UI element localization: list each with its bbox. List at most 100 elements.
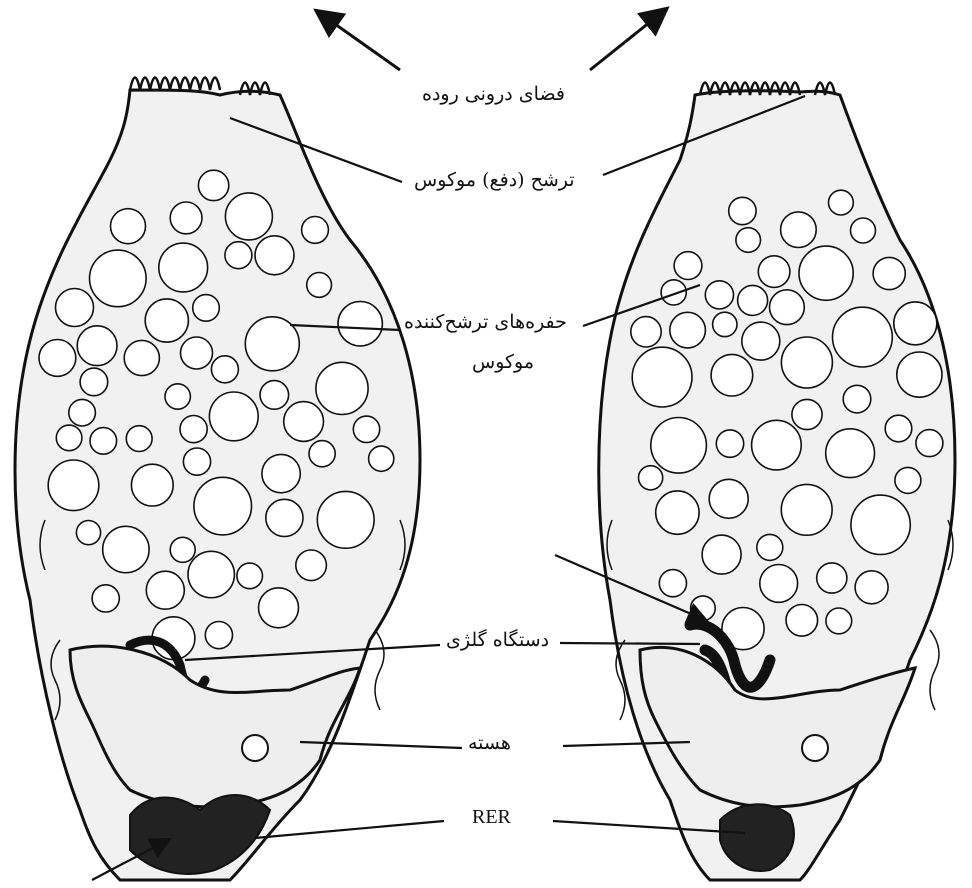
mucus-vacuole [369, 446, 394, 471]
mucus-vacuole [711, 354, 753, 396]
mucus-vacuole [145, 299, 188, 342]
label-nucleus: هسته [466, 733, 513, 754]
mucus-vacuole [170, 537, 195, 562]
mucus-vacuole [855, 571, 888, 604]
label-intestinal-lumen: فضای درونی روده [420, 84, 567, 105]
mucus-vacuole [770, 290, 805, 325]
mucus-vacuole [194, 477, 252, 535]
mucus-vacuole [307, 273, 332, 298]
label-golgi-apparatus: دستگاه گلژی [444, 630, 551, 651]
mucus-vacuole [266, 499, 303, 536]
mucus-vacuole [48, 460, 99, 511]
mucus-vacuole [826, 429, 875, 478]
mucus-vacuole [69, 399, 96, 426]
lumen-arrow-left [318, 12, 400, 70]
mucus-vacuole [193, 295, 220, 322]
mucus-vacuole [309, 441, 335, 467]
mucus-vacuole [77, 326, 117, 366]
mucus-vacuole [90, 250, 147, 307]
mucus-vacuole [781, 484, 832, 535]
mucus-vacuole [92, 585, 119, 612]
mucus-vacuole [209, 392, 258, 441]
mucus-vacuole [781, 337, 832, 388]
mucus-vacuole [188, 551, 234, 597]
mucus-vacuole [799, 246, 853, 300]
mucus-vacuole [103, 526, 149, 572]
mucus-vacuole [255, 236, 294, 275]
label-rer: RER [470, 806, 513, 828]
mucus-vacuole [126, 426, 152, 452]
mucus-vacuole [262, 454, 300, 492]
left-nucleolus [242, 735, 268, 761]
mucus-vacuole [159, 243, 208, 292]
mucus-vacuole [259, 588, 299, 628]
mucus-vacuole [661, 280, 686, 305]
mucus-vacuole [90, 428, 117, 455]
mucus-vacuole [691, 596, 716, 621]
left-goblet-cell [15, 78, 420, 881]
mucus-vacuole [631, 317, 661, 347]
mucus-vacuole [639, 466, 663, 490]
mucus-vacuole [659, 570, 686, 597]
mucus-vacuole [180, 416, 207, 443]
mucus-vacuole [237, 563, 263, 589]
mucus-vacuole [916, 430, 943, 457]
mucus-vacuole [843, 385, 871, 413]
mucus-vacuole [705, 281, 733, 309]
mucus-vacuole [80, 368, 108, 396]
mucus-vacuole [260, 381, 289, 410]
mucus-vacuole [826, 608, 852, 634]
mucus-vacuole [632, 347, 692, 407]
mucus-vacuole [39, 340, 76, 377]
mucus-vacuole [225, 193, 272, 240]
leader-rer-left [255, 821, 444, 838]
mucus-vacuole [758, 256, 790, 288]
mucus-vacuole [729, 197, 756, 224]
mucus-vacuole [885, 415, 912, 442]
mucus-vacuole [205, 622, 232, 649]
mucus-vacuole [165, 384, 190, 409]
mucus-vacuole [736, 228, 761, 253]
mucus-vacuole [742, 322, 780, 360]
mucus-vacuole [183, 448, 210, 475]
mucus-vacuole [792, 399, 822, 429]
mucus-vacuole [316, 362, 368, 414]
mucus-vacuole [284, 402, 324, 442]
leader-golgi-right [560, 643, 700, 644]
mucus-vacuole [56, 289, 94, 327]
mucus-vacuole [873, 257, 905, 289]
mucus-vacuole [709, 479, 748, 518]
mucus-vacuole [146, 571, 184, 609]
mucus-vacuole [124, 340, 159, 375]
mucus-vacuole [111, 209, 146, 244]
mucus-vacuole [713, 312, 737, 336]
mucus-vacuole [317, 491, 374, 548]
mucus-vacuole [170, 202, 202, 234]
lumen-arrow-right [590, 10, 665, 70]
mucus-vacuole [131, 464, 173, 506]
mucus-vacuole [338, 302, 382, 346]
mucus-vacuole [225, 242, 252, 269]
left-microvilli [130, 78, 220, 91]
mucus-vacuole [702, 535, 741, 574]
mucus-vacuole [833, 307, 893, 367]
mucus-vacuole [897, 352, 942, 397]
mucus-vacuole [757, 534, 783, 560]
mucus-vacuole [302, 217, 329, 244]
label-mucus-secretion: ترشح (دفع) موکوس [412, 170, 577, 191]
label-secretory-vacuoles-line2: موکوس [470, 352, 536, 373]
mucus-vacuole [817, 563, 847, 593]
mucus-vacuole [894, 302, 937, 345]
mucus-vacuole [353, 416, 379, 442]
mucus-vacuole [716, 430, 743, 457]
mucus-vacuole [56, 425, 82, 451]
mucus-vacuole [786, 605, 818, 637]
mucus-vacuole [829, 190, 854, 215]
right-goblet-cell [599, 83, 955, 881]
mucus-vacuole [674, 252, 702, 280]
mucus-vacuole [738, 285, 768, 315]
mucus-vacuole [851, 495, 910, 554]
mucus-vacuole [781, 212, 817, 248]
